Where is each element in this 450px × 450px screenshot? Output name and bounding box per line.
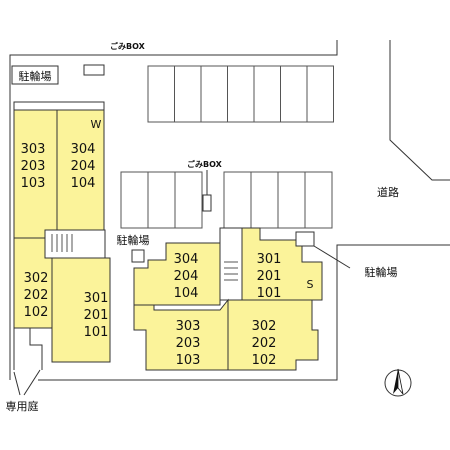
west-upper-left-unit-303: 303 <box>21 142 46 157</box>
parking-middle-right-space-2 <box>250 171 279 229</box>
parking-row-middle-left <box>120 171 203 229</box>
private-garden-leader-a <box>13 371 21 396</box>
east-lower-right-unit-302: 302 <box>252 319 277 334</box>
east-upper-right-unit-numbers: 301 201 101 <box>257 252 282 301</box>
east-lower-right-unit-202: 202 <box>252 336 277 351</box>
parking-middle-right-space-3 <box>277 171 306 229</box>
east-upper-right-unit-201: 201 <box>257 269 282 284</box>
parking-top-space-1 <box>147 65 175 123</box>
east-upper-right-unit-301: 301 <box>257 252 282 267</box>
parking-top-space-7 <box>306 65 334 123</box>
site-boundary <box>9 40 338 380</box>
garbage-box-center <box>202 194 212 212</box>
site-boundary-bottom <box>38 244 450 381</box>
east-stairwell <box>219 227 243 301</box>
marker-s: S <box>307 278 314 291</box>
west-lower-right-unit-301: 301 <box>84 291 109 306</box>
parking-middle-left-space-2 <box>147 171 176 229</box>
west-upper-right-unit-204: 204 <box>71 159 96 174</box>
west-stair-lines <box>51 234 73 252</box>
parking-top-space-4 <box>227 65 255 123</box>
parking-row-middle-right <box>223 171 333 229</box>
west-lower-right-unit-101: 101 <box>84 325 109 340</box>
bicycle-parking-top-frame <box>11 65 59 85</box>
east-stair-lines <box>224 261 238 281</box>
west-lower-left-unit-302: 302 <box>24 271 49 286</box>
bicycle-parking-center-area <box>108 230 154 246</box>
west-unit-lower-right <box>51 257 111 363</box>
building-west <box>13 101 111 370</box>
bicycle-parking-right-leader <box>313 245 351 269</box>
west-upper-right-unit-304: 304 <box>71 142 96 157</box>
parking-top-space-6 <box>280 65 308 123</box>
west-lower-right-unit-201: 201 <box>84 308 109 323</box>
east-lower-left-unit-numbers: 303 203 103 <box>176 319 201 368</box>
parking-middle-right-space-1 <box>223 171 252 229</box>
east-upper-left-unit-204: 204 <box>174 269 199 284</box>
road-label: 道路 <box>377 185 399 199</box>
garbage-box-top-label: ごみBOX <box>110 41 146 51</box>
parking-middle-left-space-3 <box>174 171 203 229</box>
private-garden-leader-b <box>23 369 41 396</box>
parking-middle-left-space-1 <box>120 171 149 229</box>
private-garden-label: 専用庭 <box>6 399 39 413</box>
west-stairwell <box>44 229 106 259</box>
bicycle-parking-center-box <box>131 249 145 263</box>
bicycle-parking-right-label: 駐輪場 <box>365 265 398 279</box>
west-lower-left-unit-102: 102 <box>24 305 49 320</box>
east-upper-left-unit-numbers: 304 204 104 <box>174 252 199 301</box>
parking-middle-right-space-4 <box>304 171 333 229</box>
garbage-box-center-label: ごみBOX <box>187 159 223 169</box>
west-lower-right-unit-numbers: 301 201 101 <box>84 291 109 340</box>
east-unit-upper-left <box>133 242 221 306</box>
east-lower-right-unit-numbers: 302 202 102 <box>252 319 277 368</box>
marker-w: W <box>91 118 102 131</box>
bicycle-parking-right-box <box>295 231 315 247</box>
north-arrow-icon <box>384 368 412 397</box>
road-curve <box>389 40 450 181</box>
west-lower-left-unit-numbers: 302 202 102 <box>24 271 49 320</box>
building-west-roof-line <box>13 101 105 111</box>
west-upper-left-unit-103: 103 <box>21 176 46 191</box>
east-lower-left-unit-203: 203 <box>176 336 201 351</box>
bicycle-parking-top-label: 駐輪場 <box>19 69 52 83</box>
east-lower-right-unit-102: 102 <box>252 353 277 368</box>
west-garden-fence <box>13 327 52 370</box>
east-lower-left-unit-103: 103 <box>176 353 201 368</box>
parking-top-space-2 <box>174 65 202 123</box>
east-upper-left-unit-304: 304 <box>174 252 199 267</box>
west-upper-left-unit-203: 203 <box>21 159 46 174</box>
building-east <box>133 227 323 371</box>
east-upper-left-unit-104: 104 <box>174 286 199 301</box>
garbage-box-top <box>83 64 105 76</box>
west-unit-upper-left <box>13 109 58 239</box>
west-lower-left-unit-202: 202 <box>24 288 49 303</box>
parking-top-space-3 <box>200 65 228 123</box>
parking-top-space-5 <box>253 65 281 123</box>
east-lower-left-unit-303: 303 <box>176 319 201 334</box>
east-upper-right-unit-101: 101 <box>257 286 282 301</box>
west-upper-left-unit-numbers: 303 203 103 <box>21 142 46 191</box>
east-unit-lower-right <box>227 299 319 371</box>
west-upper-right-unit-104: 104 <box>71 176 96 191</box>
west-upper-right-unit-numbers: 304 204 104 <box>71 142 96 191</box>
parking-row-top <box>147 65 334 123</box>
bicycle-parking-center-label: 駐輪場 <box>117 233 150 247</box>
